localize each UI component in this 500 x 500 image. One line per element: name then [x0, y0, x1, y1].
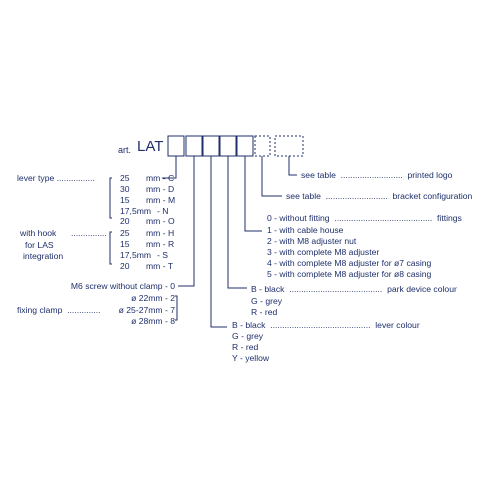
connector-lever-colour: [210, 156, 227, 328]
connector-fittings: [244, 156, 262, 232]
fittings-item: 5 - with complete M8 adjuster for ø8 cas…: [267, 269, 432, 279]
fittings-item: 4 - with complete M8 adjuster for ø7 cas…: [267, 258, 432, 268]
hook-label: integration: [23, 251, 64, 261]
bracket-configuration-row: see table .......................... bra…: [286, 191, 473, 201]
hook-code: - S: [157, 250, 168, 260]
hook-size: 25: [120, 228, 130, 238]
art-label: art.: [118, 145, 132, 155]
hook-size: 15: [120, 239, 130, 249]
code-box-lever-colour: [202, 135, 220, 157]
park-colour-item: R - red: [251, 307, 278, 317]
lever-colour-item: G - grey: [232, 331, 264, 341]
code-prefix: LAT: [137, 138, 164, 155]
code-box-printed-logo: [274, 135, 304, 157]
connector-clamp: [178, 156, 195, 287]
hook-size: 20: [120, 261, 130, 271]
hook-label: for LAS: [25, 240, 54, 250]
lever-type-code: mm - M: [146, 195, 176, 205]
lever-colour-item: B - black ..............................…: [232, 320, 420, 330]
park-colour-item: G - grey: [251, 296, 283, 306]
fittings-item: 1 - with cable house: [267, 225, 344, 235]
clamp-item: M6 screw without clamp - 0: [70, 281, 175, 291]
lever-colour-item: R - red: [232, 342, 259, 352]
code-box-clamp: [185, 135, 203, 157]
fittings-item: 3 - with complete M8 adjuster: [267, 247, 380, 257]
connector-park-colour: [227, 156, 247, 289]
lever-type-size: 30: [120, 184, 130, 194]
code-box-lever-type: [167, 135, 185, 157]
fittings-item: 0 - without fitting ....................…: [267, 213, 462, 223]
lever-type-code: mm - O: [146, 216, 175, 226]
connector-printed-logo: [288, 156, 297, 176]
hook-label: with hook: [20, 228, 57, 238]
lever-type-code: mm - D: [146, 184, 175, 194]
connector-lever-type: [162, 156, 177, 179]
hook-size: 17,5mm: [120, 250, 152, 260]
code-box-park-colour: [219, 135, 237, 157]
lever-type-code: - N: [157, 206, 169, 216]
code-box-fittings: [236, 135, 254, 157]
clamp-item: ø 25-27mm - 7: [118, 305, 175, 315]
lever-type-size: 15: [120, 195, 130, 205]
bracket-clamp: [175, 295, 178, 321]
code-box-bracket: [254, 135, 271, 157]
lever-type-label: lever type ................: [17, 173, 95, 183]
lever-type-size: 25: [120, 173, 130, 183]
park-colour-item: B - black ..............................…: [251, 284, 457, 294]
connector-bracket: [261, 156, 282, 197]
hook-code: mm - R: [146, 239, 175, 249]
hook-code: mm - H: [146, 228, 175, 238]
clamp-item: ø 22mm - 2: [131, 293, 175, 303]
fixing-clamp-label: fixing clamp ..............: [17, 305, 101, 315]
clamp-item: ø 28mm - 8: [131, 316, 175, 326]
printed-logo-row: see table .......................... pri…: [301, 170, 453, 180]
lever-type-code: mm - C: [146, 173, 175, 183]
hook-code: mm - T: [146, 261, 174, 271]
lever-type-size: 20: [120, 216, 130, 226]
lever-colour-item: Y - yellow: [232, 353, 270, 363]
lever-type-size: 17,5mm: [120, 206, 152, 216]
bracket-hook: [109, 231, 112, 265]
bracket-lever-type: [109, 177, 112, 219]
fittings-item: 2 - with M8 adjuster nut: [267, 236, 357, 246]
hook-dots: ...............: [71, 228, 107, 238]
